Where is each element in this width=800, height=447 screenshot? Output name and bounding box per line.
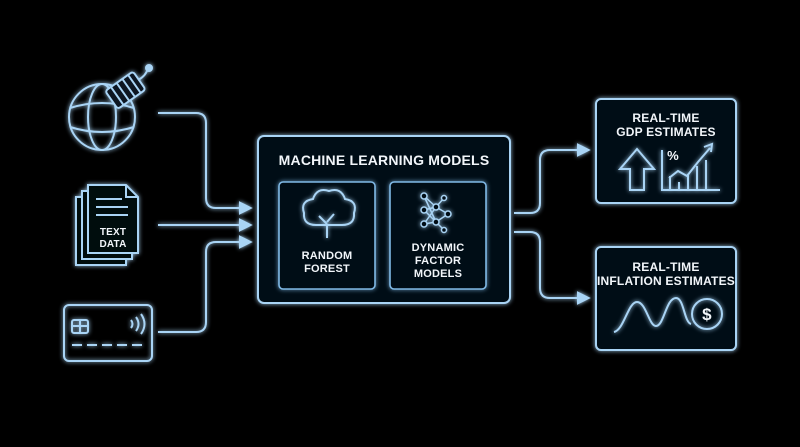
dollar-coin-icon: $ (691, 298, 723, 330)
arrow-models-to-gdp (514, 143, 591, 214)
gdp-estimates-box: REAL-TIME GDP ESTIMATES % (595, 98, 737, 204)
machine-learning-models-box: MACHINE LEARNING MODELS RANDOM FOREST DY… (257, 135, 511, 304)
contactless-card-icon (63, 304, 153, 362)
random-forest-label-line2: FOREST (304, 263, 350, 275)
arrow-up-icon (617, 147, 657, 191)
ml-box-title: MACHINE LEARNING MODELS (279, 152, 490, 168)
arrow-card-to-models (158, 235, 253, 333)
text-data-label-line2: DATA (99, 239, 126, 250)
connectors (158, 112, 591, 333)
gdp-label-line1: REAL-TIME (632, 111, 699, 125)
neural-network-icon (420, 192, 452, 234)
dollar-symbol: $ (702, 305, 712, 324)
satellite-globe-icon (68, 64, 153, 151)
dynamic-factor-label-line1: DYNAMIC (412, 242, 465, 254)
inflation-label-line1: REAL-TIME (632, 260, 699, 274)
inflation-estimates-box: REAL-TIME INFLATION ESTIMATES $ (595, 246, 737, 351)
tree-icon (302, 189, 356, 238)
percent-symbol: % (667, 148, 679, 163)
arrow-satellite-to-models (158, 112, 253, 215)
gdp-label-line2: GDP ESTIMATES (616, 125, 716, 139)
dynamic-factor-card (389, 181, 487, 290)
random-forest-label-line1: RANDOM (302, 250, 353, 262)
text-data-label-line1: TEXT (100, 227, 126, 238)
percent-growth-chart-icon (661, 142, 720, 191)
arrow-models-to-inflation (514, 231, 591, 305)
inflation-box-frame (595, 246, 737, 351)
inflation-label-line2: INFLATION ESTIMATES (597, 274, 735, 288)
text-document-stack-icon: TEXT DATA (75, 184, 139, 266)
dynamic-factor-label-line3: MODELS (414, 268, 462, 280)
dynamic-factor-label-line2: FACTOR (415, 255, 461, 267)
wave-line-icon (613, 296, 692, 333)
